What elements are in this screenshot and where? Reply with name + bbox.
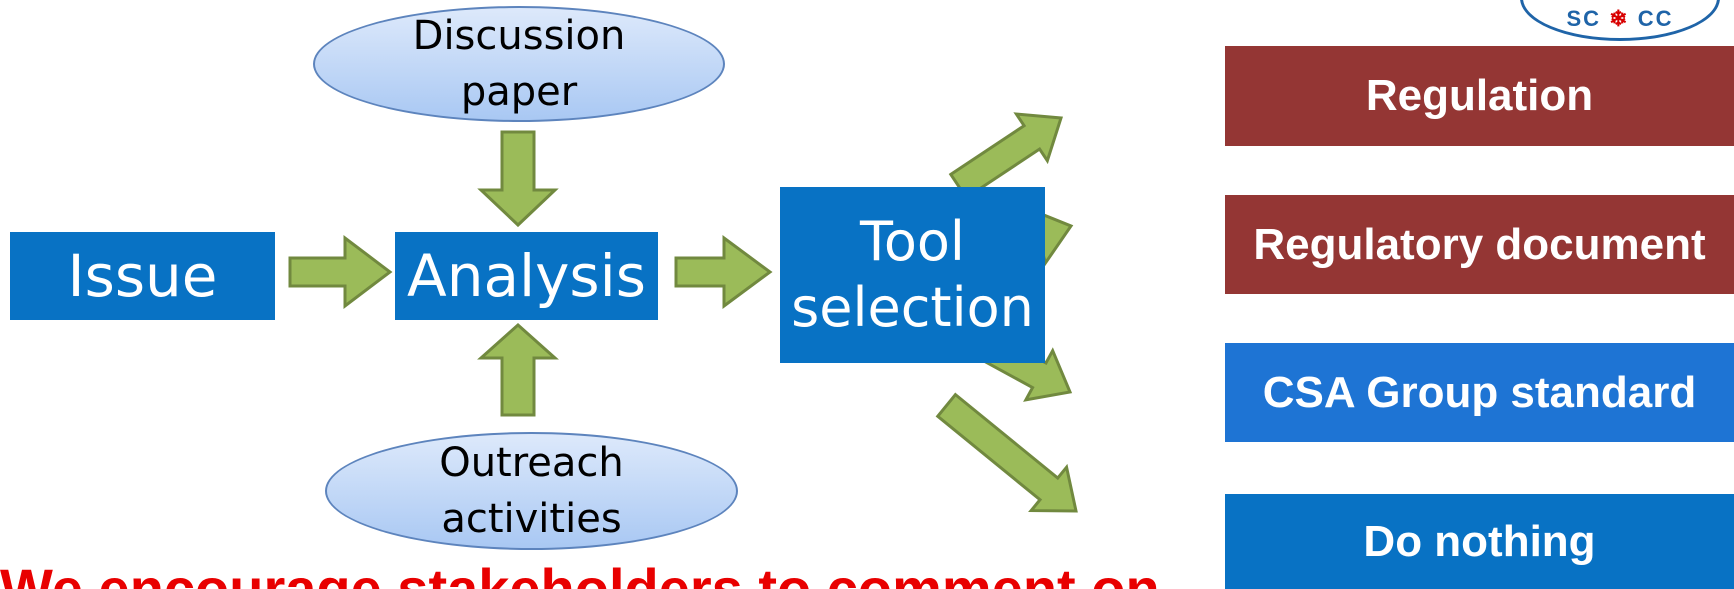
bottom-banner-text: We encourage stakeholders to comment on … xyxy=(0,558,1160,589)
analysis-label: Analysis xyxy=(407,242,646,310)
tool-selection-line1: Tool xyxy=(860,210,965,273)
outreach-activities-line2: activities xyxy=(441,496,622,542)
outreach-activities-line1: Outreach xyxy=(439,440,624,486)
regulation-label: Regulation xyxy=(1365,71,1594,120)
regulation-box: Regulation xyxy=(1225,46,1734,146)
do-nothing-label: Do nothing xyxy=(1363,516,1596,566)
arrow-discussion-to-analysis xyxy=(477,130,559,228)
tool-selection-box: Tool selection xyxy=(780,187,1045,363)
csa-group-standard-box: CSA Group standard xyxy=(1225,343,1734,442)
seal-text: SC ❄ CC xyxy=(1566,6,1674,31)
arrow-outreach-to-analysis xyxy=(477,322,559,417)
discussion-paper-ellipse: Discussion paper xyxy=(313,6,725,122)
discussion-paper-line2: paper xyxy=(460,69,578,115)
outreach-activities-ellipse: Outreach activities xyxy=(325,432,738,550)
csa-group-standard-label: CSA Group standard xyxy=(1262,367,1697,417)
issue-box: Issue xyxy=(10,232,275,320)
arrow-tool-to-do-nothing xyxy=(935,392,1078,513)
arrow-analysis-to-tool xyxy=(674,235,773,309)
discussion-paper-line1: Discussion xyxy=(412,13,626,59)
regulatory-document-label: Regulatory document xyxy=(1253,219,1706,269)
tool-selection-line2: selection xyxy=(791,276,1034,339)
maple-leaf-icon: ❄ xyxy=(1609,6,1630,31)
arrow-issue-to-analysis xyxy=(288,234,393,310)
regulatory-document-box: Regulatory document xyxy=(1225,195,1734,294)
do-nothing-box: Do nothing xyxy=(1225,494,1734,589)
analysis-box: Analysis xyxy=(395,232,658,320)
issue-label: Issue xyxy=(67,242,218,310)
